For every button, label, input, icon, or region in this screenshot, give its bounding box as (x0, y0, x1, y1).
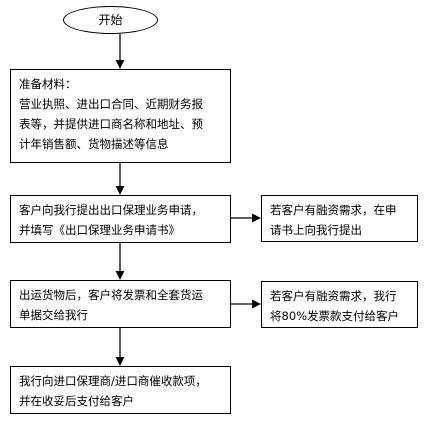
prepare-materials-line: 计年销售额、货物描述等信息 (19, 137, 169, 151)
collect-payment-line: 我行向进口保理商/进口商催收款项， (19, 374, 207, 388)
collect-payment-line: 并在收妥后支付给客户 (19, 394, 134, 408)
ship-goods-line: 出运货物后，客户将发票和全套货运 (19, 288, 203, 302)
collect-payment-node: 我行向进口保理商/进口商催收款项， 并在收妥后支付给客户 (10, 366, 231, 414)
apply-node: 客户向我行提出出口保理业务申请， 并填写《出口保理业务申请书》 (10, 195, 231, 243)
ship-goods-line: 单据交给我行 (19, 308, 88, 322)
prepare-materials-line: 准备材料： (19, 77, 77, 91)
ship-goods-node: 出运货物后，客户将发票和全套货运 单据交给我行 (10, 280, 231, 328)
financing-request-line: 若客户有融资需求，在申 (270, 203, 397, 217)
financing-request-line: 请书上向我行提出 (270, 223, 362, 237)
apply-line: 客户向我行提出出口保理业务申请， (19, 203, 203, 217)
prepare-materials-line: 营业执照、进出口合同、近期财务报 (19, 97, 203, 111)
financing-request-node: 若客户有融资需求，在申 请书上向我行提出 (261, 195, 418, 242)
start-node: 开始 (63, 6, 158, 34)
prepare-materials-line: 表等，并提供进口商名称和地址、预 (19, 117, 203, 131)
start-node-label: 开始 (98, 13, 123, 27)
financing-payment-line: 若客户有融资需求，我行 (270, 289, 397, 303)
apply-line: 并填写《出口保理业务申请书》 (19, 223, 180, 237)
prepare-materials-node: 准备材料： 营业执照、进出口合同、近期财务报 表等，并提供进口商名称和地址、预 … (10, 69, 231, 163)
financing-payment-node: 若客户有融资需求，我行 将80%发票款支付给客户 (261, 281, 418, 328)
financing-payment-line: 将80%发票款支付给客户 (270, 309, 400, 323)
